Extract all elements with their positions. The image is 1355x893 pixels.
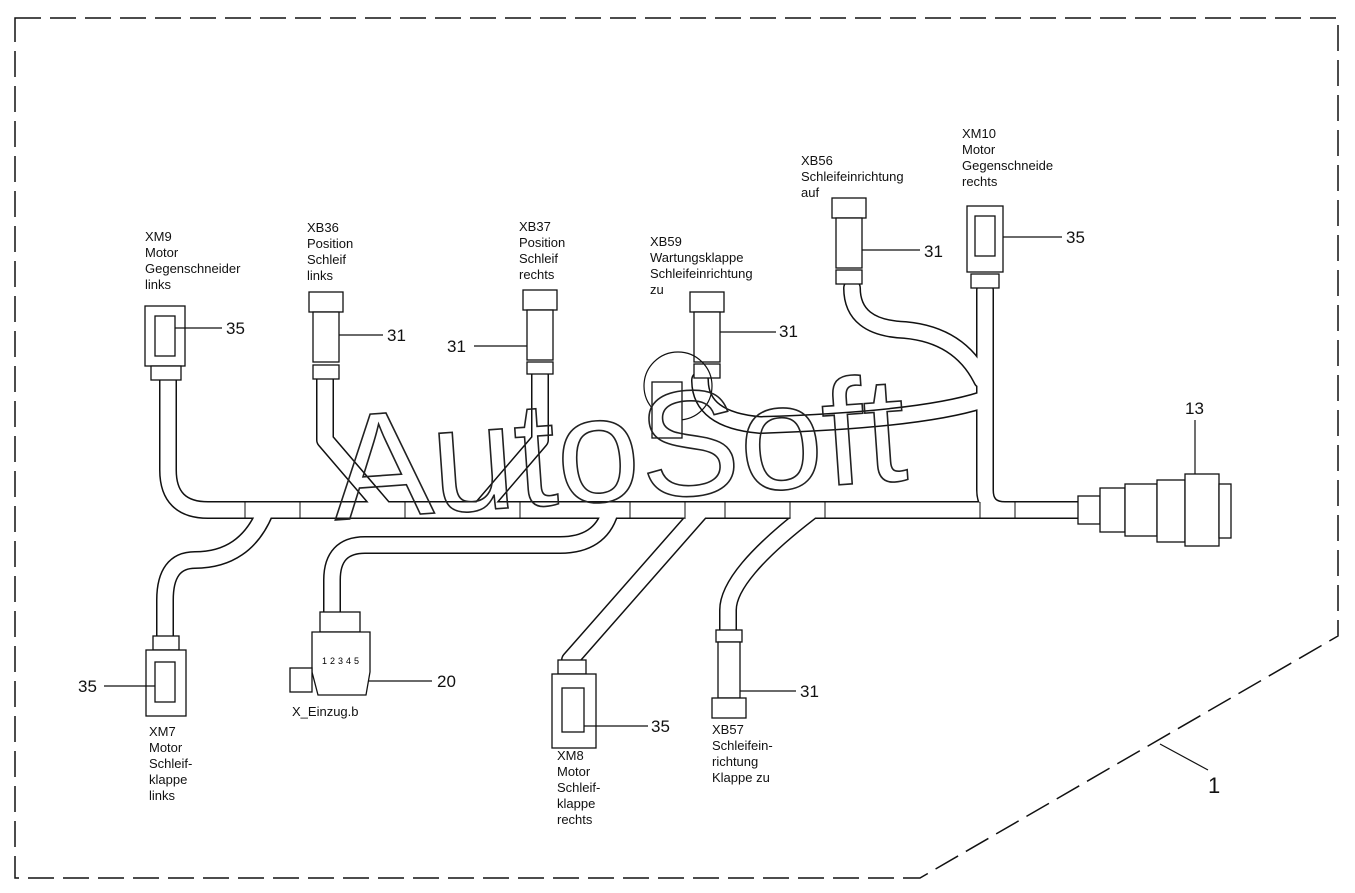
xm7-label-line: Schleif- xyxy=(149,756,192,771)
sleeve-marks xyxy=(244,502,1016,519)
xb56-label-line: auf xyxy=(801,185,819,200)
xb36-label-line: Position xyxy=(307,236,353,251)
xm10-label-line: Motor xyxy=(962,142,996,157)
x-einzug-label-line: X_Einzug.b xyxy=(292,704,359,719)
xm8-label-line: Schleif- xyxy=(557,780,600,795)
xm8-label-line: XM8 xyxy=(557,748,584,763)
xm9-label-line: links xyxy=(145,277,172,292)
xm8-label-line: klappe xyxy=(557,796,595,811)
xb59-label-line: zu xyxy=(650,282,664,297)
xm7-label-line: links xyxy=(149,788,176,803)
xb59-label-line: XB59 xyxy=(650,234,682,249)
xb59-label-line: Schleifeinrichtung xyxy=(650,266,753,281)
connector-xm8 xyxy=(551,659,648,749)
xm9-ref-number: 35 xyxy=(226,319,245,338)
xm10-label-line: Gegenschneide xyxy=(962,158,1053,173)
xm10-label-line: rechts xyxy=(962,174,998,189)
xb56-label-line: XB56 xyxy=(801,153,833,168)
xb36-ref-number: 31 xyxy=(387,326,406,345)
xb36-label-line: Schleif xyxy=(307,252,346,267)
assembly-ref-number: 1 xyxy=(1208,773,1220,798)
xb37-label-line: rechts xyxy=(519,267,555,282)
xm10-label-line: XM10 xyxy=(962,126,996,141)
pin-number: 2 xyxy=(330,656,335,666)
plug-ref-number: 13 xyxy=(1185,399,1204,418)
xb59-ref-number: 31 xyxy=(779,322,798,341)
xm8-label-line: Motor xyxy=(557,764,591,779)
xb57-label-line: richtung xyxy=(712,754,758,769)
xm8-ref-number: 35 xyxy=(651,717,670,736)
xb37-label-line: XB37 xyxy=(519,219,551,234)
xb57-ref-number: 31 xyxy=(800,682,819,701)
assembly-boundary xyxy=(14,17,1339,879)
x-einzug-ref-number: 20 xyxy=(437,672,456,691)
x-einzug-label: X_Einzug.b xyxy=(292,704,359,719)
connector-xb57 xyxy=(711,629,796,719)
xm9-label-line: Gegenschneider xyxy=(145,261,241,276)
assembly-leader xyxy=(1159,743,1209,771)
watermark: AutoSoft xyxy=(326,344,912,552)
pin-number: 4 xyxy=(346,656,351,666)
harness-inner xyxy=(157,280,1093,668)
xm7-label-line: XM7 xyxy=(149,724,176,739)
xm7-ref-number: 35 xyxy=(78,677,97,696)
xb37-ref-number: 31 xyxy=(447,337,466,356)
xb56-ref-number: 31 xyxy=(924,242,943,261)
xb37-label-line: Schleif xyxy=(519,251,558,266)
xm7-label-line: klappe xyxy=(149,772,187,787)
connector-x-einzug xyxy=(289,611,432,696)
connector-xb37 xyxy=(474,289,558,375)
pin-number: 5 xyxy=(354,656,359,666)
xm9-label-line: Motor xyxy=(145,245,179,260)
xm10-ref-number: 35 xyxy=(1066,228,1085,247)
connector-xb36 xyxy=(308,291,383,380)
xm8-label-line: rechts xyxy=(557,812,593,827)
connector-xm7 xyxy=(104,635,187,717)
xb36-label-line: XB36 xyxy=(307,220,339,235)
connector-xb59 xyxy=(643,291,776,439)
xb57-label-line: Klappe zu xyxy=(712,770,770,785)
connector-xb56 xyxy=(831,197,920,285)
xb57-label-line: Schleifein- xyxy=(712,738,773,753)
xb56-label-line: Schleifeinrichtung xyxy=(801,169,904,184)
pin-number: 1 xyxy=(322,656,327,666)
connector-xm10 xyxy=(966,205,1062,289)
xm9-label-line: XM9 xyxy=(145,229,172,244)
xm7-label-line: Motor xyxy=(149,740,183,755)
main-plug-connector xyxy=(1077,420,1232,547)
xb57-label-line: XB57 xyxy=(712,722,744,737)
xb37-label-line: Position xyxy=(519,235,565,250)
xb36-label-line: links xyxy=(307,268,334,283)
pin-number: 3 xyxy=(338,656,343,666)
xb59-label-line: Wartungsklappe xyxy=(650,250,743,265)
connector-xm9 xyxy=(144,305,222,381)
